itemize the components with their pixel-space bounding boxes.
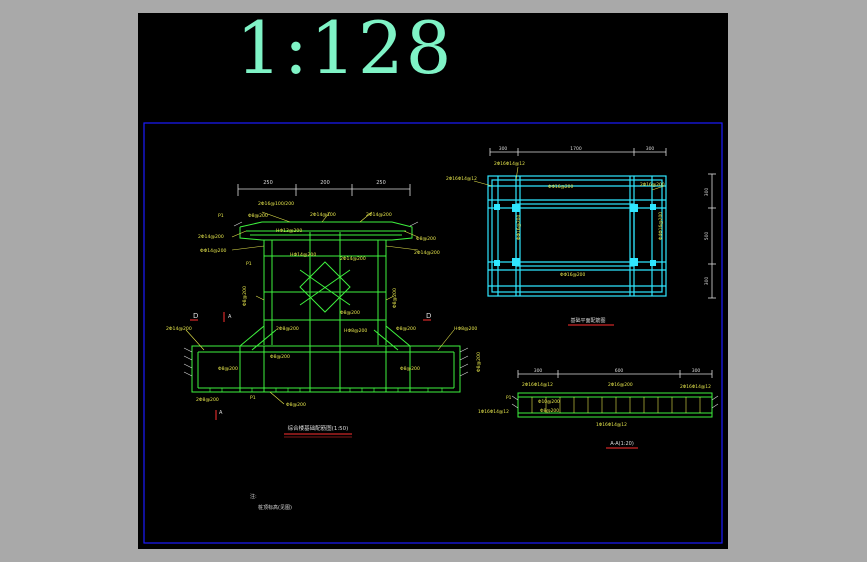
notes: 注: 桩顶标高(见图) — [250, 493, 292, 511]
elev-label-l8: Φ8@200 — [218, 366, 238, 372]
plan-dim-right-2: 500 — [704, 232, 710, 241]
elev-label-b2: HΦ8@200 — [454, 326, 477, 332]
elev-label-r3: Φ8@200 — [416, 236, 436, 242]
elev-label-b3: Φ8@200 — [286, 402, 306, 408]
section-label-a1: 2Φ16Φ14@12 — [522, 382, 553, 388]
elevation-title: 综合楼基础配筋图(1:50) — [288, 424, 349, 432]
section-label-a7: 1Φ16Φ14@12 — [596, 422, 627, 428]
plan-rebar-grid — [487, 175, 667, 297]
plan-corner-nodes — [494, 204, 656, 266]
elevation-cap — [239, 221, 413, 241]
cut-mark-top: A — [228, 314, 232, 320]
elev-label-l5: Φ8@200 — [242, 286, 248, 306]
elevation-dim-1: 250 — [263, 180, 273, 186]
elev-label-p-top: P1 — [218, 213, 224, 219]
elev-label-c1: HΦ13@200 — [276, 228, 302, 234]
section-dim-3: 300 — [692, 368, 701, 374]
section-label-a3: 2Φ16Φ14@12 — [680, 384, 711, 390]
elev-label-l3: 2Φ14@200 — [198, 234, 224, 240]
elevation-annotations: P1 P1 P1 2Φ16@100/200 Φ8@200 2Φ14@200 ΦΦ… — [166, 201, 482, 408]
section-slab — [517, 392, 713, 418]
cut-mark-bottom: A — [219, 410, 223, 416]
section-label-a6: Φ8@200 — [540, 408, 559, 414]
elev-label-c6: Φ8@200 — [270, 354, 290, 360]
section-stirrups — [531, 397, 701, 413]
elev-label-r1: 2Φ14@100 — [310, 212, 336, 218]
section-label-a2: 2Φ16@200 — [608, 382, 633, 388]
elev-label-b1: Φ8@200 — [400, 366, 420, 372]
plan-caption: 基础平面配筋图 — [570, 317, 605, 324]
notes-line-1: 桩顶标高(见图) — [258, 504, 292, 511]
elevation-section-lines — [190, 312, 431, 420]
section-dim-1: 300 — [534, 368, 543, 374]
scale-text: 1:128 — [236, 6, 454, 90]
elevation-soil-hatch — [183, 221, 469, 377]
section-label-p: P1 — [506, 395, 512, 401]
elevation-dim-top — [237, 184, 411, 196]
plan-view: 300 1700 300 300 500 300 — [446, 146, 716, 326]
elev-label-r4: 2Φ14@200 — [414, 250, 440, 256]
elevation-column — [263, 232, 387, 392]
elev-label-p-mid: P1 — [246, 261, 252, 267]
plan-label-t2: 2Φ16Φ14@12 — [494, 161, 525, 167]
plan-label-t1: 2Φ16Φ14@12 — [446, 176, 477, 182]
elev-label-l9: 2Φ8@200 — [196, 397, 219, 403]
plan-label-m2: ΦΦ16@200 — [516, 215, 522, 240]
plan-dim-2: 1700 — [570, 146, 582, 152]
elevation-dim-2: 200 — [320, 180, 330, 186]
plan-dim-top — [489, 148, 667, 156]
plan-label-m1: ΦΦ16@200 — [560, 272, 585, 278]
elev-label-b5: Φ8@200 — [476, 352, 482, 372]
section-label-a5: 1Φ16Φ14@12 — [478, 409, 509, 415]
section-caption: A-A(1:20) — [610, 441, 634, 447]
section-label-a4: Φ10@200 — [538, 399, 560, 405]
elevation-footing — [191, 345, 461, 393]
plan-dim-1: 300 — [499, 146, 508, 152]
elev-label-r2: 2Φ14@200 — [366, 212, 392, 218]
elev-label-p-bot: P1 — [250, 395, 256, 401]
elevation-view: 250 200 250 — [166, 180, 482, 438]
section-mark-right: D — [426, 312, 431, 320]
elevation-haunch — [239, 325, 411, 351]
elevation-dim-3: 250 — [376, 180, 386, 186]
plan-annotations: 2Φ16Φ14@12 2Φ16Φ14@12 ΦΦ16@200 2Φ16@200 … — [446, 161, 665, 278]
plan-dim-right-1: 300 — [704, 188, 710, 197]
elev-label-l6: 2Φ8@200 — [276, 326, 299, 332]
elev-label-l4: ΦΦ14@200 — [200, 248, 227, 254]
plan-dim-right-3: 300 — [704, 277, 710, 286]
elev-label-l1: 2Φ16@100/200 — [258, 201, 294, 207]
section-dim-2: 600 — [615, 368, 624, 374]
drawing-frame — [143, 122, 723, 544]
elevation-leaders — [185, 211, 455, 405]
elev-label-l7: 2Φ14@200 — [166, 326, 192, 332]
section-soil-hatch — [511, 395, 719, 409]
elev-label-c5: HΦ8@200 — [344, 328, 367, 334]
elev-label-c4: Φ8@200 — [340, 310, 360, 316]
elev-label-l2: Φ8@200 — [248, 213, 268, 219]
elev-label-c2: HΦ14@200 — [290, 252, 316, 258]
notes-heading: 注: — [250, 493, 257, 500]
plan-label-t4: 2Φ16@200 — [640, 182, 665, 188]
elev-label-r5: Φ8@200 — [396, 326, 416, 332]
elev-label-c3: 2Φ14@200 — [340, 256, 366, 262]
section-annotations: P1 2Φ16Φ14@12 2Φ16@200 2Φ16Φ14@12 Φ10@20… — [478, 382, 711, 428]
plan-dim-3: 300 — [646, 146, 655, 152]
plan-dim-right — [708, 173, 716, 299]
section-view: 300 600 300 P1 2Φ16Φ14@12 2Φ16@200 2Φ16Φ… — [478, 368, 719, 449]
plan-label-t3: ΦΦ16@200 — [548, 184, 573, 190]
section-dim-top — [517, 370, 713, 378]
elevation-footing-ticks — [209, 388, 443, 392]
plan-label-m3: Φ4Φ16@200 — [658, 212, 664, 240]
plan-leaders — [473, 166, 665, 191]
elev-label-b4: Φ8@200 — [392, 288, 398, 308]
section-mark-left: D — [193, 312, 198, 320]
